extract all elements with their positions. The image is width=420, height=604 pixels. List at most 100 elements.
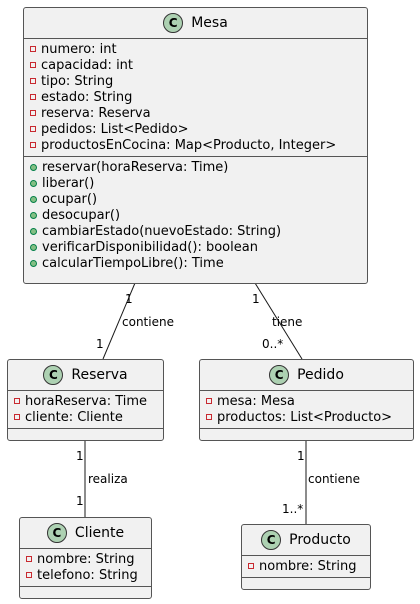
- methods-section: reservar(horaReserva: Time) liberar() oc…: [24, 157, 367, 274]
- private-visibility-icon: [206, 398, 212, 404]
- method-row: desocupar(): [24, 207, 367, 223]
- edge-mesa-pedido: [254, 282, 303, 360]
- attribute-row: mesa: Mesa: [200, 393, 413, 409]
- method-row: liberar(): [24, 175, 367, 191]
- private-visibility-icon: [14, 414, 20, 420]
- public-visibility-icon: [30, 195, 37, 203]
- method-text: ocupar(): [42, 191, 98, 207]
- edge-mesa-reserva: [102, 282, 136, 360]
- attributes-section: numero: int capacidad: int tipo: String …: [24, 39, 367, 157]
- private-visibility-icon: [26, 572, 32, 578]
- attribute-row: telefono: String: [20, 567, 151, 583]
- mult-pedido-producto-to: 1..*: [282, 502, 304, 516]
- class-stereotype-icon: C: [163, 13, 184, 33]
- private-visibility-icon: [30, 142, 36, 148]
- attribute-row: estado: String: [24, 89, 367, 105]
- class-name: Mesa: [191, 15, 228, 31]
- method-row: cambiarEstado(nuevoEstado: String): [24, 223, 367, 239]
- method-text: cambiarEstado(nuevoEstado: String): [42, 223, 282, 239]
- attribute-text: nombre: String: [37, 551, 135, 567]
- class-header: C Reserva: [8, 360, 163, 391]
- attribute-row: reserva: Reserva: [24, 105, 367, 121]
- methods-section: [20, 587, 151, 598]
- mult-reserva-cliente-from: 1: [76, 449, 84, 463]
- attribute-row: tipo: String: [24, 73, 367, 89]
- mult-mesa-reserva-from: 1: [125, 292, 133, 306]
- class-pedido[interactable]: C Pedido mesa: Mesa productos: List<Prod…: [199, 359, 414, 441]
- method-text: desocupar(): [42, 207, 121, 223]
- methods-section: [242, 578, 370, 589]
- attribute-text: reserva: Reserva: [41, 105, 151, 121]
- attribute-text: nombre: String: [259, 558, 357, 574]
- attributes-section: mesa: Mesa productos: List<Producto>: [200, 391, 413, 429]
- class-producto[interactable]: C Producto nombre: String: [241, 524, 371, 590]
- method-text: liberar(): [42, 175, 95, 191]
- mult-mesa-reserva-to: 1: [96, 337, 104, 351]
- mult-mesa-pedido-to: 0..*: [262, 337, 284, 351]
- attribute-text: capacidad: int: [41, 57, 134, 73]
- private-visibility-icon: [30, 110, 36, 116]
- attribute-text: pedidos: List<Pedido>: [41, 121, 189, 137]
- class-header: C Mesa: [24, 8, 367, 39]
- method-text: verificarDisponibilidad(): boolean: [42, 239, 258, 255]
- attribute-text: tipo: String: [41, 73, 114, 89]
- public-visibility-icon: [30, 163, 37, 171]
- public-visibility-icon: [30, 179, 37, 187]
- private-visibility-icon: [30, 46, 36, 52]
- class-stereotype-icon: C: [261, 530, 282, 550]
- methods-section: [200, 429, 413, 440]
- attribute-text: productos: List<Producto>: [217, 409, 393, 425]
- attribute-row: horaReserva: Time: [8, 393, 163, 409]
- attribute-text: productosEnCocina: Map<Producto, Integer…: [41, 137, 337, 153]
- attribute-text: cliente: Cliente: [25, 409, 123, 425]
- attribute-row: numero: int: [24, 41, 367, 57]
- methods-section: [8, 429, 163, 440]
- attribute-row: productosEnCocina: Map<Producto, Integer…: [24, 137, 367, 153]
- method-text: calcularTiempoLibre(): Time: [42, 255, 224, 271]
- mult-reserva-cliente-to: 1: [76, 494, 84, 508]
- private-visibility-icon: [206, 414, 212, 420]
- public-visibility-icon: [30, 243, 37, 251]
- class-name: Cliente: [74, 525, 125, 541]
- public-visibility-icon: [30, 211, 37, 219]
- attribute-row: productos: List<Producto>: [200, 409, 413, 425]
- class-stereotype-icon: C: [43, 365, 64, 385]
- class-header: C Cliente: [20, 518, 151, 549]
- class-mesa[interactable]: C Mesa numero: int capacidad: int tipo: …: [23, 7, 368, 284]
- class-name: Pedido: [297, 367, 344, 383]
- attribute-row: nombre: String: [20, 551, 151, 567]
- attributes-section: horaReserva: Time cliente: Cliente: [8, 391, 163, 429]
- method-text: reservar(horaReserva: Time): [42, 159, 229, 175]
- method-row: ocupar(): [24, 191, 367, 207]
- method-row: verificarDisponibilidad(): boolean: [24, 239, 367, 255]
- private-visibility-icon: [30, 62, 36, 68]
- class-header: C Producto: [242, 525, 370, 556]
- label-mesa-reserva: contiene: [122, 315, 174, 329]
- class-cliente[interactable]: C Cliente nombre: String telefono: Strin…: [19, 517, 152, 599]
- label-mesa-pedido: tiene: [272, 315, 303, 329]
- attribute-row: cliente: Cliente: [8, 409, 163, 425]
- attribute-text: horaReserva: Time: [25, 393, 148, 409]
- class-header: C Pedido: [200, 360, 413, 391]
- class-stereotype-icon: C: [46, 523, 67, 543]
- attribute-text: numero: int: [41, 41, 117, 57]
- attributes-section: nombre: String: [242, 556, 370, 578]
- class-name: Reserva: [71, 367, 128, 383]
- attributes-section: nombre: String telefono: String: [20, 549, 151, 587]
- class-stereotype-icon: C: [269, 365, 290, 385]
- attribute-text: estado: String: [41, 89, 133, 105]
- private-visibility-icon: [30, 78, 36, 84]
- private-visibility-icon: [248, 563, 254, 569]
- attribute-row: nombre: String: [242, 558, 370, 574]
- mult-mesa-pedido-from: 1: [252, 292, 260, 306]
- mult-pedido-producto-from: 1: [297, 449, 305, 463]
- class-reserva[interactable]: C Reserva horaReserva: Time cliente: Cli…: [7, 359, 164, 441]
- private-visibility-icon: [14, 398, 20, 404]
- private-visibility-icon: [26, 556, 32, 562]
- class-name: Producto: [289, 532, 351, 548]
- attribute-row: capacidad: int: [24, 57, 367, 73]
- public-visibility-icon: [30, 227, 37, 235]
- method-row: reservar(horaReserva: Time): [24, 159, 367, 175]
- method-row: calcularTiempoLibre(): Time: [24, 255, 367, 271]
